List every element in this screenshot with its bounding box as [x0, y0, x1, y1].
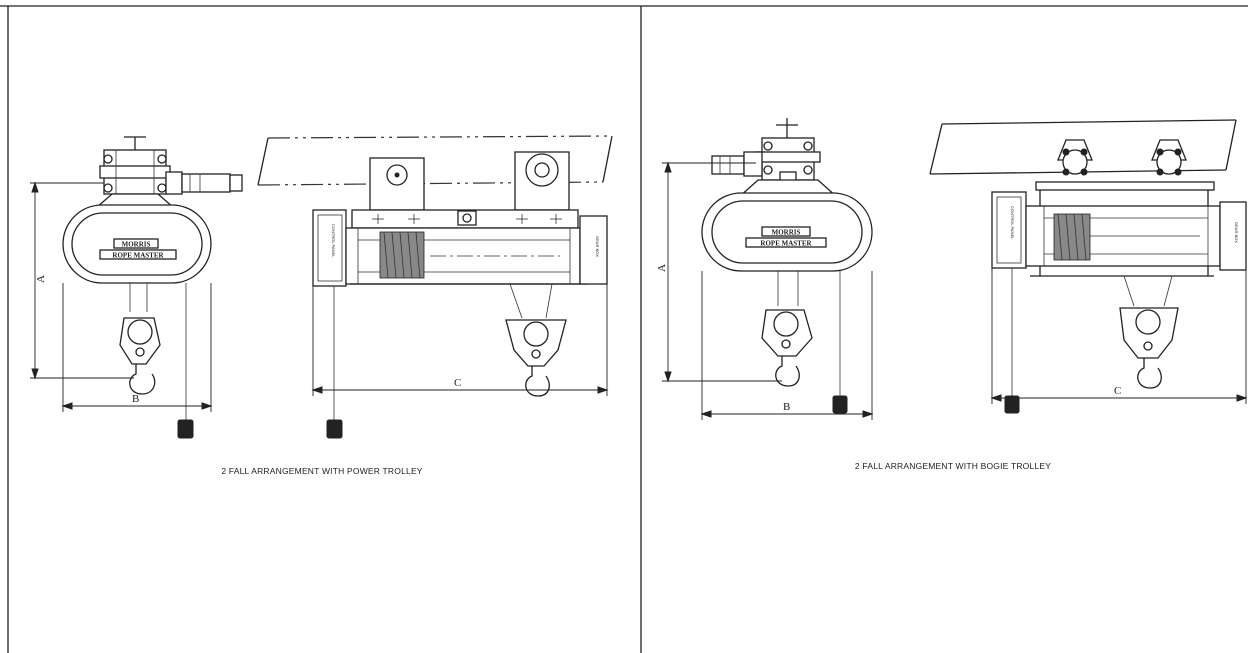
right-control-panel-label: CONTROL PANEL	[1010, 206, 1015, 240]
sheet-frame	[0, 5, 1248, 653]
right-side-view-hoist: MORRIS ROPE MASTER A B	[656, 118, 874, 420]
left-side-brand-bottom: ROPE MASTER	[112, 252, 164, 260]
left-dim-c-label: C	[454, 377, 461, 389]
left-panel: MORRIS ROPE MASTER A B	[30, 135, 613, 476]
left-dim-a-label: A	[35, 275, 47, 283]
right-dim-a-label: A	[656, 264, 668, 272]
right-gear-box-label: GEAR BOX	[1234, 222, 1239, 243]
left-front-view-hoist: CONTROL PANEL GEAR BOX	[257, 135, 613, 439]
right-panel: MORRIS ROPE MASTER A B	[656, 118, 1248, 471]
right-dim-b-label: B	[783, 401, 790, 413]
right-dim-c-label: C	[1114, 385, 1121, 397]
right-caption: 2 FALL ARRANGEMENT WITH BOGIE TROLLEY	[855, 461, 1051, 471]
left-caption: 2 FALL ARRANGEMENT WITH POWER TROLLEY	[221, 466, 422, 476]
left-gear-box-label: GEAR BOX	[595, 236, 600, 257]
left-control-panel-label: CONTROL PANEL	[331, 224, 336, 258]
left-side-brand-top: MORRIS	[122, 241, 151, 249]
left-dim-b-label: B	[132, 393, 139, 405]
right-side-brand-top: MORRIS	[772, 229, 801, 237]
right-side-brand-bottom: ROPE MASTER	[760, 240, 812, 248]
right-front-view-hoist: CONTROL PANEL GEAR BOX	[929, 119, 1248, 414]
left-side-view-hoist: MORRIS ROPE MASTER A B	[30, 136, 243, 439]
